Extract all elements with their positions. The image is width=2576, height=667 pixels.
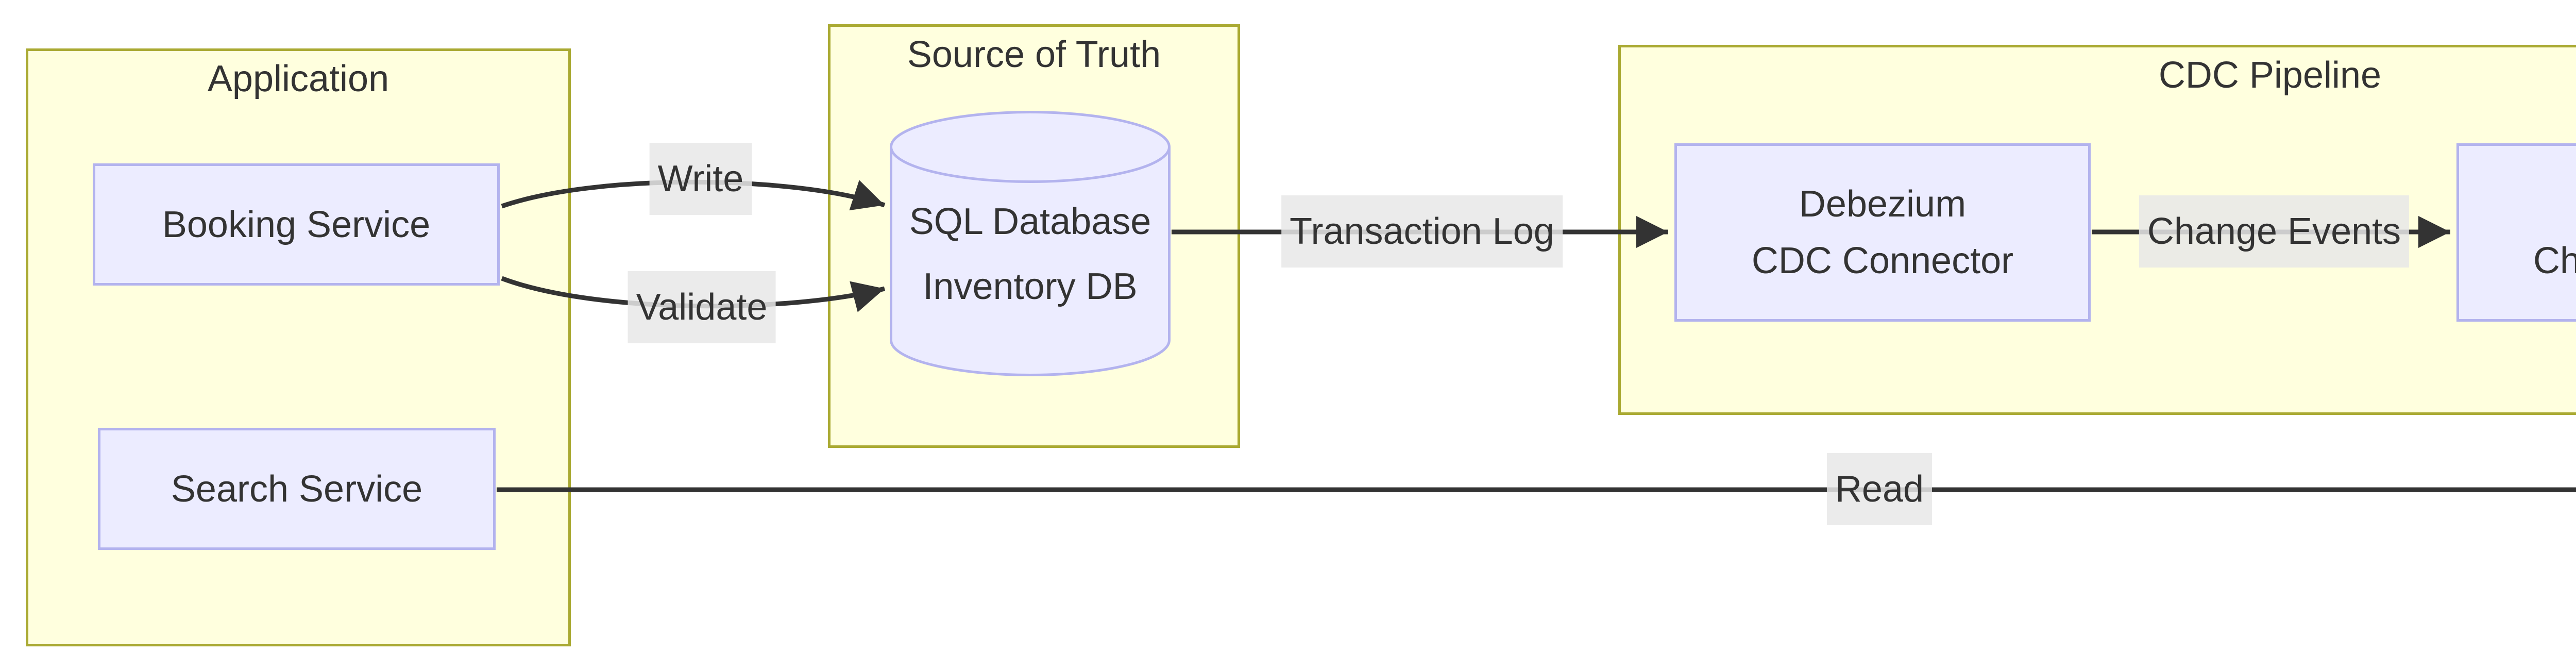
node-sql-database-label-line1: SQL Database — [909, 201, 1151, 242]
node-booking-service-label: Booking Service — [162, 204, 431, 245]
cluster-source-of-truth-title: Source of Truth — [907, 34, 1161, 75]
cluster-cdc-pipeline-title: CDC Pipeline — [2158, 55, 2382, 96]
node-kafka-label-line2: Change Stream — [2533, 240, 2576, 281]
edge-read — [497, 487, 2576, 492]
cluster-application-title: Application — [207, 58, 389, 99]
edge-label-validate: Validate — [628, 271, 776, 343]
edge-label-change-events: Change Events — [2139, 195, 2410, 268]
node-debezium-label-line2: CDC Connector — [1751, 240, 2014, 281]
node-search-service: Search Service — [98, 428, 496, 550]
node-debezium-label-line1: Debezium — [1799, 184, 1967, 225]
node-sql-database: SQL Database Inventory DB — [890, 111, 1171, 376]
edge-label-write: Write — [649, 143, 752, 215]
node-kafka-change-stream: Kafka Change Stream — [2456, 143, 2576, 322]
edge-label-transaction-log: Transaction Log — [1281, 195, 1563, 268]
database-cylinder-icon — [890, 111, 1171, 376]
node-debezium-cdc-connector: Debezium CDC Connector — [1674, 143, 2091, 322]
edge-label-read: Read — [1826, 453, 1933, 525]
node-search-service-label: Search Service — [171, 468, 423, 510]
node-sql-database-label: SQL Database Inventory DB — [890, 189, 1171, 319]
node-booking-service: Booking Service — [93, 163, 500, 286]
node-sql-database-label-line2: Inventory DB — [923, 266, 1138, 307]
